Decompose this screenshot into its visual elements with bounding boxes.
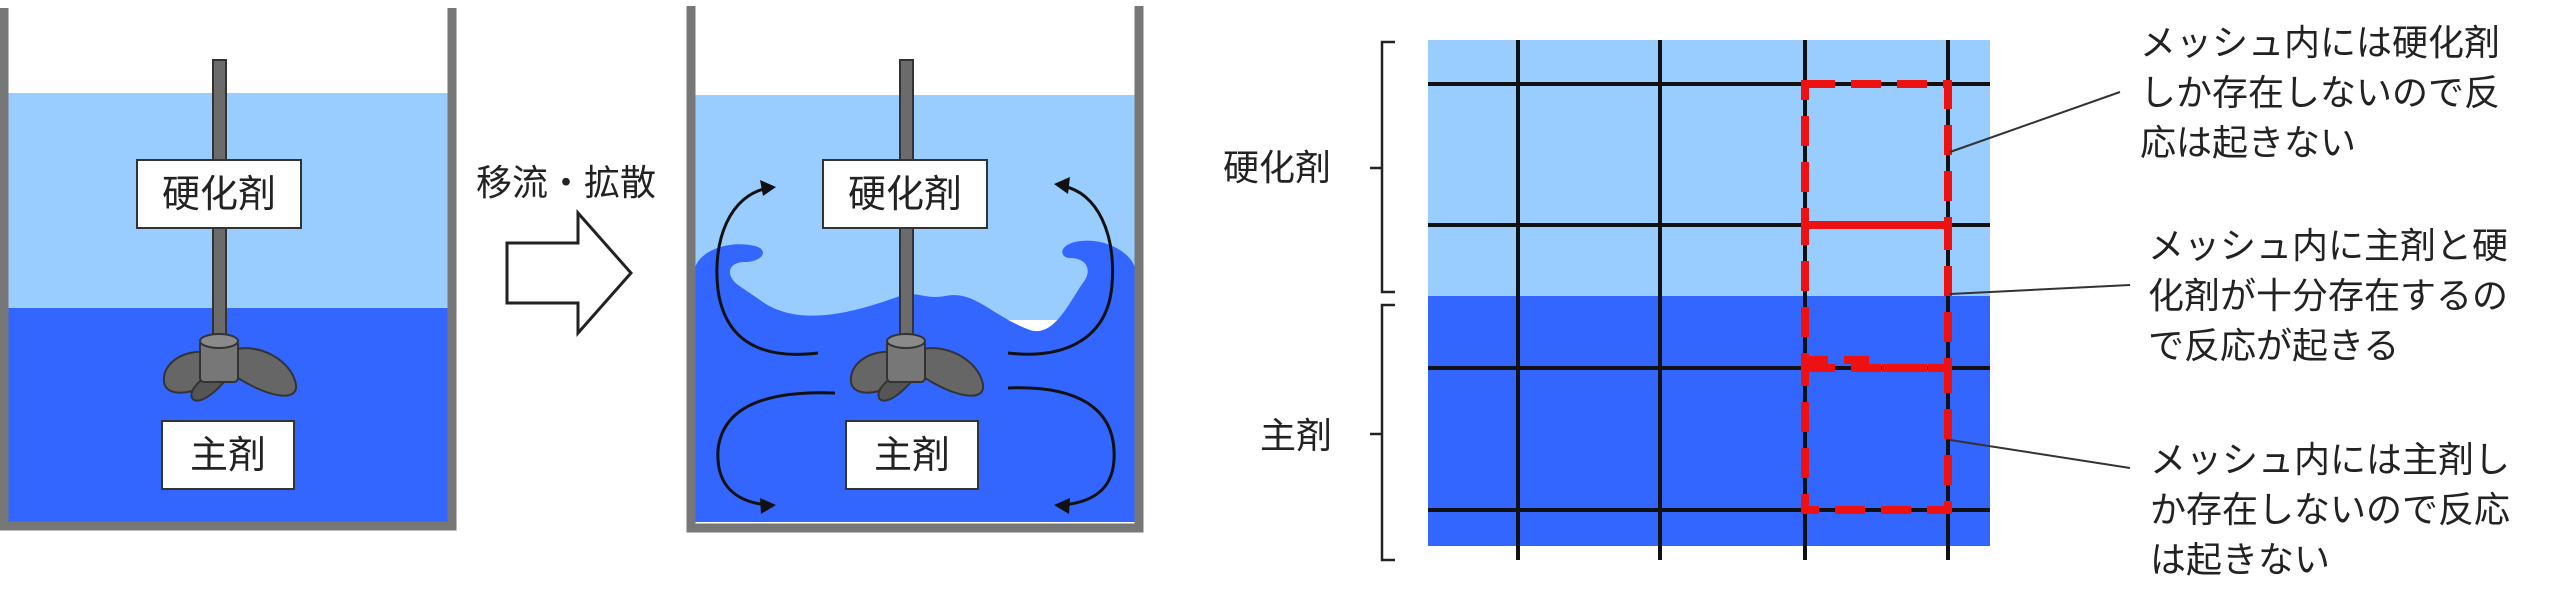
note-main-only: メッシュ内には主剤し か存在しないので反応 は起きない [2150, 440, 2510, 581]
transition-arrow-icon [505, 209, 634, 337]
note-mixed: メッシュ内に主剤と硬 化剤が十分存在するの で反応が起きる [2148, 226, 2508, 367]
note-top-line-2: しか存在しないので反 [2140, 73, 2500, 114]
callout-lines [1949, 91, 2131, 469]
tank-2-main-agent-label: 主剤 [874, 433, 950, 477]
grid-main-agent-label: 主剤 [1260, 416, 1332, 457]
note-middle-line-1: メッシュ内に主剤と硬 [2148, 226, 2508, 267]
grid-hardener-brace [1370, 40, 1395, 294]
note-bottom-line-2: か存在しないので反応 [2150, 490, 2510, 531]
tank-2-hardener-label: 硬化剤 [848, 172, 962, 216]
note-top-line-1: メッシュ内には硬化剤 [2140, 23, 2500, 64]
grid-main-agent-brace [1370, 303, 1395, 562]
flow-arrow-top-left-icon [715, 186, 819, 356]
grid-hardener-label: 硬化剤 [1223, 148, 1331, 189]
highlight-cell-hardener-only [1801, 80, 1952, 229]
grid-main-agent-layer [1428, 296, 1990, 546]
transition: 移流・拡散 [476, 163, 656, 337]
tank-2-impeller [849, 333, 985, 402]
highlighted-mesh-cells [1801, 80, 1952, 514]
mesh-diagram: 硬化剤 主剤 [1223, 23, 2510, 581]
tank-2-flow-arrows [715, 184, 1116, 507]
note-bottom-line-1: メッシュ内には主剤し [2150, 440, 2510, 481]
tank-1-hardener-label: 硬化剤 [162, 172, 276, 216]
tank-1-wall [0, 8, 457, 531]
note-middle-line-3: で反応が起きる [2148, 326, 2399, 367]
tank-1-hardener-box [136, 159, 302, 229]
tank-1-impeller [162, 333, 298, 402]
tank-2-hardener-box [822, 159, 988, 229]
tank-1-main-agent-box [161, 420, 295, 490]
note-hardener-only: メッシュ内には硬化剤 しか存在しないので反 応は起きない [2140, 23, 2500, 164]
highlight-cell-main-only [1801, 364, 1952, 514]
tank-1-main-agent-label: 主剤 [190, 433, 266, 477]
note-middle-line-2: 化剤が十分存在するの [2148, 276, 2508, 317]
flow-arrow-bottom-right-icon [1007, 386, 1116, 507]
tank-1: 硬化剤 主剤 [0, 8, 457, 531]
transition-label: 移流・拡散 [476, 163, 656, 204]
flow-arrow-top-right-icon [1007, 184, 1115, 356]
tank-2-arrowheads [760, 177, 1070, 514]
grid-hardener-layer [1428, 40, 1990, 296]
flow-arrow-bottom-left-icon [716, 391, 836, 507]
tank-2-wall [686, 6, 1144, 533]
tank-2-main-agent-box [845, 420, 979, 490]
note-bottom-line-3: は起きない [2150, 540, 2330, 581]
note-top-line-3: 応は起きない [2140, 123, 2356, 164]
tank-2: 硬化剤 主剤 [686, 6, 1144, 533]
